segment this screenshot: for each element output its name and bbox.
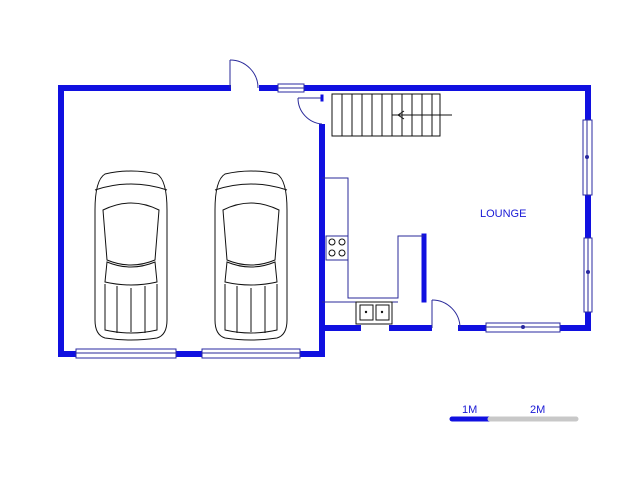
- window-garage-left: [75, 348, 177, 359]
- lounge-bottom-door: [431, 299, 461, 329]
- window-lounge-right-top: [582, 119, 593, 196]
- scale-label-1m: 1M: [462, 404, 477, 416]
- scale-bar: 1M 2M: [449, 404, 579, 422]
- stove-icon: [325, 235, 349, 261]
- garage-top-door: [229, 59, 259, 89]
- sink-icon: [355, 301, 393, 325]
- car-left-icon: [94, 170, 168, 341]
- window-top-small: [277, 83, 305, 93]
- kitchen-counter: [322, 177, 424, 303]
- exterior-walls: [58, 85, 591, 357]
- scale-label-2m: 2M: [530, 404, 545, 416]
- car-right-icon: [214, 170, 288, 341]
- window-garage-right: [201, 348, 301, 359]
- staircase: [331, 93, 452, 137]
- window-lounge-bottom: [485, 322, 561, 333]
- room-label-lounge: LOUNGE: [480, 208, 526, 220]
- garage-inner-door: [297, 94, 324, 125]
- window-lounge-right-bottom: [583, 237, 593, 313]
